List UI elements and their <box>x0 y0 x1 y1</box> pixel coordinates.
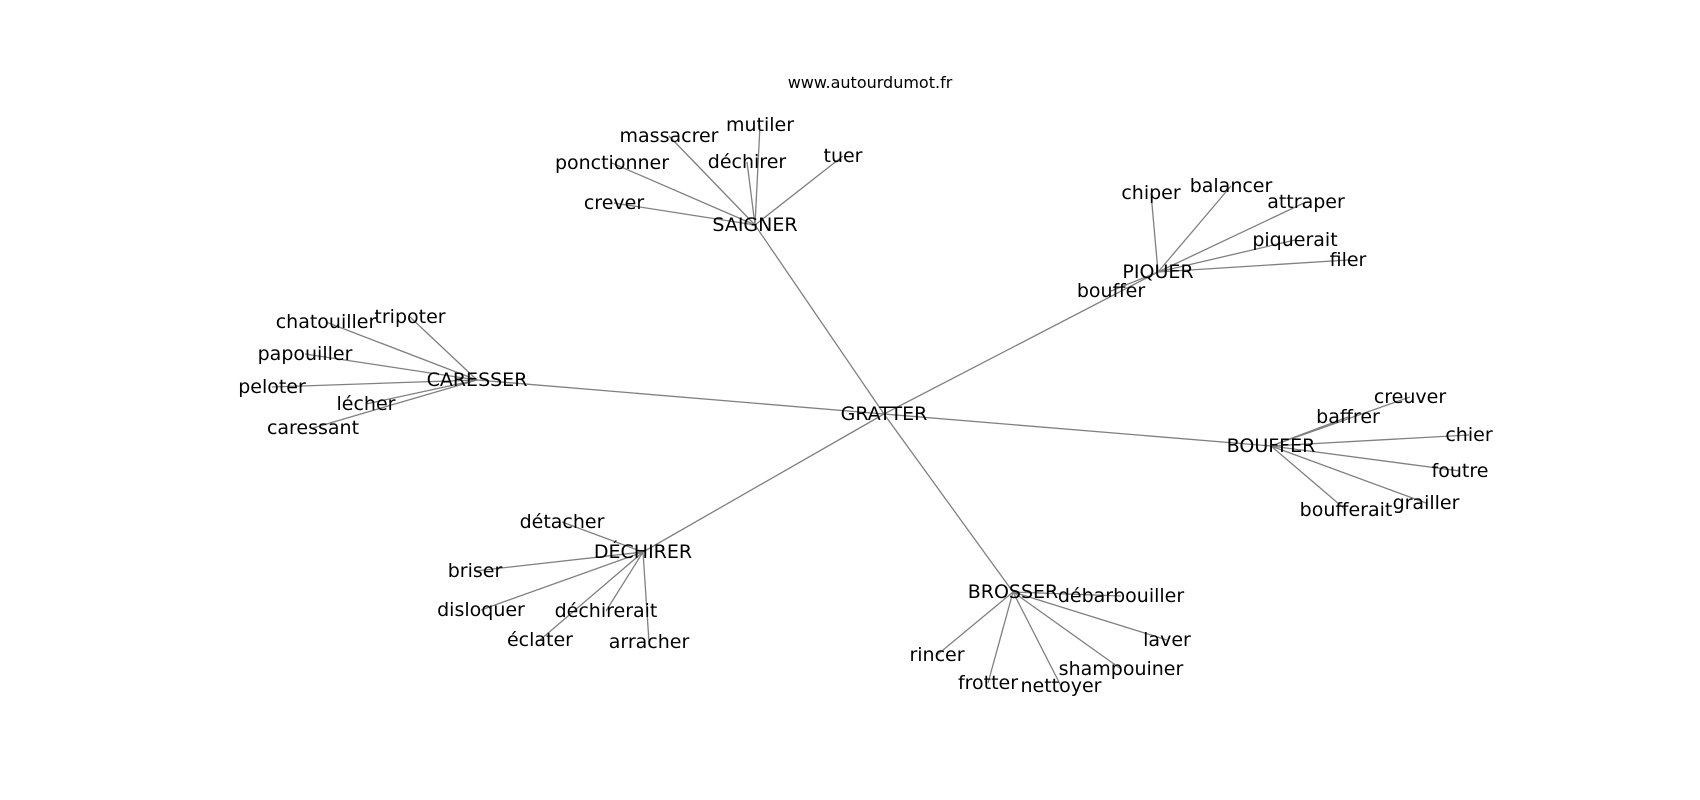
leaf-node-saigner-crever: crever <box>584 192 644 214</box>
edge-piquer-balancer <box>1157 185 1232 273</box>
edge-caresser-papouiller <box>304 353 478 381</box>
edge-brosser-shampouiner <box>1012 591 1122 670</box>
edge-bouffer-foutre <box>1270 445 1461 472</box>
edge-saigner-tuer <box>754 155 844 226</box>
leaf-node-brosser-frotter: frotter <box>958 672 1018 694</box>
leaf-node-bouffer-baffrer: baffrer <box>1316 406 1380 428</box>
leaf-node-brosser-laver: laver <box>1143 629 1191 651</box>
hub-node-dechirer: DÉCHIRER <box>594 540 692 563</box>
edge-bouffer-boufferait <box>1270 445 1347 511</box>
edge-dechirer-detacher <box>561 521 644 553</box>
leaf-node-brosser-debarbouiller: débarbouiller <box>1058 585 1185 607</box>
edge-caresser-tripoter <box>409 316 478 381</box>
center-node-gratter: GRATTER <box>841 403 928 425</box>
hub-node-bouffer: BOUFFER <box>1227 435 1316 457</box>
leaf-node-piquer-filer: filer <box>1330 249 1367 271</box>
edge-caresser-chatouiller <box>325 321 478 381</box>
leaf-node-dechirer-arracher: arracher <box>609 631 690 653</box>
edge-saigner-dechirer <box>746 161 756 226</box>
edge-caresser-caressant <box>312 379 478 429</box>
edge-bouffer-baffrer <box>1270 416 1349 447</box>
edge-dechirer-disloquer <box>480 551 644 611</box>
edge-piquer-attraper <box>1157 201 1307 273</box>
edge-caresser-lecher <box>365 379 478 405</box>
edge-caresser-peloter <box>271 379 478 388</box>
hub-node-saigner: SAIGNER <box>712 214 797 236</box>
edge-brosser-rincer <box>936 591 1014 656</box>
hub-node-brosser: BROSSER <box>968 581 1059 603</box>
edge-saigner-massacrer <box>668 135 756 226</box>
leaf-node-bouffer-chier: chier <box>1445 424 1492 446</box>
edge-brosser-nettoyer <box>1012 591 1062 687</box>
edge-saigner-ponctionner <box>611 162 756 226</box>
edge-dechirer-arracher <box>642 551 650 643</box>
edge-saigner-mutiler <box>754 124 761 226</box>
leaf-node-bouffer-boufferait: boufferait <box>1300 499 1393 521</box>
edge-piquer-chiper <box>1150 192 1159 273</box>
edge-saigner-crever <box>613 202 756 226</box>
leaf-node-piquer-balancer: balancer <box>1190 175 1273 197</box>
leaf-node-saigner-tuer: tuer <box>824 145 863 167</box>
edge-gratter-brosser <box>883 413 1014 593</box>
edge-piquer-filer <box>1157 259 1349 273</box>
edge-dechirer-briser <box>474 551 644 572</box>
leaf-node-brosser-shampouiner: shampouiner <box>1059 658 1184 680</box>
edge-piquer-piquerait <box>1157 239 1296 273</box>
edge-dechirer-dechirerait <box>605 551 644 612</box>
leaf-node-bouffer-foutre: foutre <box>1432 460 1489 482</box>
leaf-node-saigner-dechirer: déchirer <box>708 151 787 173</box>
hub-node-caresser: CARESSER <box>427 369 528 391</box>
edge-brosser-laver <box>1012 591 1168 641</box>
leaf-node-piquer-attraper: attraper <box>1267 191 1345 213</box>
leaf-node-dechirer-dechirerait: déchirerait <box>555 600 658 622</box>
hub-node-piquer: PIQUER <box>1122 261 1193 283</box>
leaf-node-caresser-lecher: lécher <box>337 393 396 415</box>
graph-labels: www.autourdumot.fr GRATTER SAIGNER massacr… <box>238 73 1493 697</box>
leaf-node-saigner-ponctionner: ponctionner <box>555 152 669 174</box>
leaf-node-dechirer-eclater: éclater <box>507 629 573 651</box>
graph-edges <box>271 124 1470 687</box>
leaf-node-piquer-bouffer: bouffer <box>1077 280 1146 302</box>
leaf-node-dechirer-briser: briser <box>448 560 503 582</box>
leaf-node-caresser-peloter: peloter <box>238 376 306 398</box>
leaf-node-saigner-massacrer: massacrer <box>620 125 719 147</box>
edge-brosser-frotter <box>987 591 1014 684</box>
leaf-node-saigner-mutiler: mutiler <box>726 114 794 136</box>
source-url: www.autourdumot.fr <box>788 73 953 92</box>
edge-gratter-dechirer <box>642 413 885 553</box>
edge-brosser-debarbouiller <box>1012 591 1122 597</box>
leaf-node-caresser-tripoter: tripoter <box>374 306 445 328</box>
edge-bouffer-chier <box>1270 434 1470 447</box>
leaf-node-caresser-chatouiller: chatouiller <box>276 311 377 333</box>
edge-gratter-saigner <box>754 224 885 415</box>
edge-gratter-caresser <box>476 379 885 415</box>
leaf-node-brosser-rincer: rincer <box>909 644 964 666</box>
edge-bouffer-grailler <box>1270 445 1427 504</box>
leaf-node-piquer-chiper: chiper <box>1121 182 1181 204</box>
leaf-node-caresser-papouiller: papouiller <box>258 343 353 365</box>
leaf-node-bouffer-creuver: creuver <box>1374 386 1447 408</box>
edge-dechirer-eclater <box>539 551 644 641</box>
leaf-node-caresser-caressant: caressant <box>267 417 359 439</box>
leaf-node-dechirer-detacher: détacher <box>520 511 605 533</box>
leaf-node-brosser-nettoyer: nettoyer <box>1020 675 1101 697</box>
leaf-node-piquer-piquerait: piquerait <box>1252 229 1337 251</box>
edge-piquer-bouffer <box>1110 271 1159 292</box>
leaf-node-dechirer-disloquer: disloquer <box>437 599 525 621</box>
leaf-node-bouffer-grailler: grailler <box>1393 492 1460 514</box>
edge-gratter-bouffer <box>883 413 1272 447</box>
edge-gratter-piquer <box>883 271 1159 415</box>
